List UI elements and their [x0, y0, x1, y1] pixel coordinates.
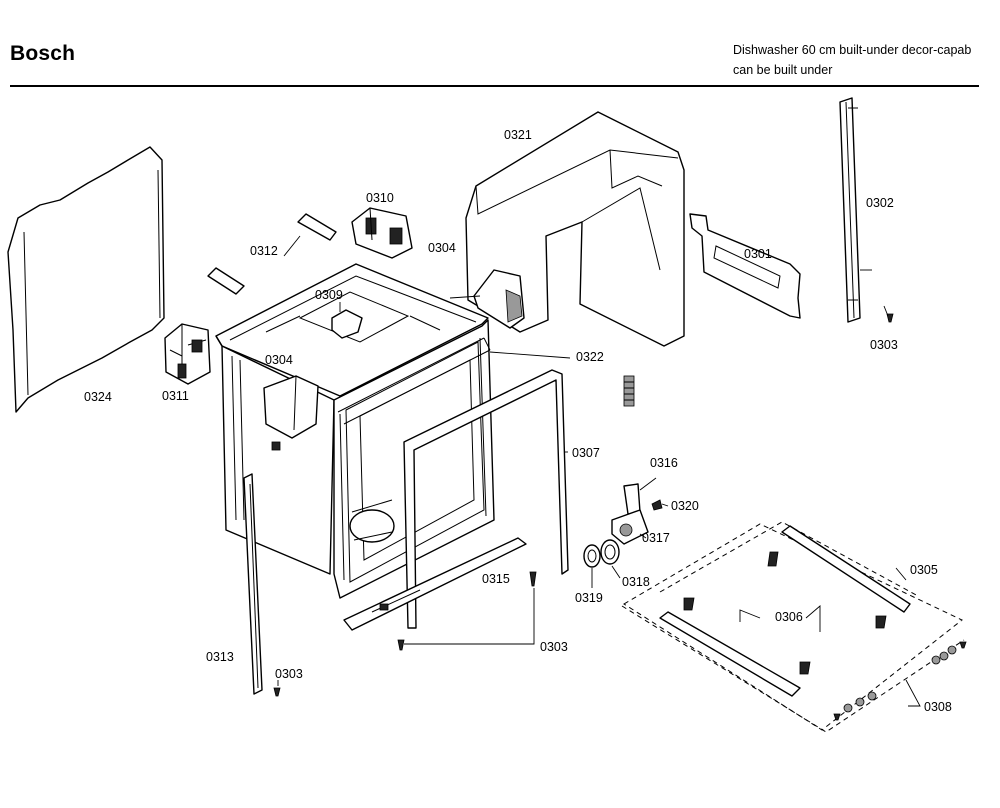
part-0322-seal — [337, 337, 491, 425]
label-0303-bottom: 0303 — [275, 667, 303, 681]
label-0311: 0311 — [162, 389, 189, 403]
label-0304-right: 0304 — [428, 241, 456, 255]
part-0307-door-seal — [403, 369, 569, 629]
label-0315: 0315 — [482, 572, 510, 586]
label-0319: 0319 — [575, 591, 603, 605]
part-0318-ring — [600, 539, 620, 565]
label-0301: 0301 — [744, 247, 772, 261]
part-0319-ring — [583, 544, 601, 568]
label-0307: 0307 — [572, 446, 600, 460]
label-0313: 0313 — [206, 650, 234, 664]
part-0316-valve — [611, 483, 649, 545]
label-0310: 0310 — [366, 191, 394, 205]
label-0316: 0316 — [650, 456, 678, 470]
leader-lines — [277, 235, 921, 707]
part-0304-bracket-left — [263, 375, 319, 451]
part-0315-base-strip — [343, 537, 527, 631]
part-0303-screws — [273, 313, 894, 697]
label-0309: 0309 — [315, 288, 343, 302]
part-0312-clips — [207, 213, 337, 295]
label-0322: 0322 — [576, 350, 604, 364]
part-0301-plate — [689, 213, 801, 319]
base-frame-group — [621, 521, 965, 733]
part-labels: 0321 0310 0304 0312 0309 0301 0302 0303 … — [84, 128, 952, 714]
part-0313-side-strip — [243, 473, 263, 695]
part-0308-feet — [833, 641, 967, 721]
label-0306: 0306 — [775, 610, 803, 624]
part-0306-rail — [659, 597, 811, 697]
brand-name: Bosch — [10, 42, 76, 65]
part-0311-switch-block — [164, 323, 211, 385]
part-0302-vertical-strip — [839, 97, 861, 323]
label-0303-mid: 0303 — [540, 640, 568, 654]
label-0321: 0321 — [504, 128, 532, 142]
label-0302: 0302 — [866, 196, 894, 210]
label-0305: 0305 — [910, 563, 938, 577]
part-0310-connector — [351, 207, 413, 259]
header-rule — [10, 85, 979, 87]
label-0324: 0324 — [84, 390, 112, 404]
label-0308: 0308 — [924, 700, 952, 714]
label-0317: 0317 — [642, 531, 670, 545]
label-0304-left: 0304 — [265, 353, 293, 367]
part-0309-top-bracket — [331, 309, 363, 339]
label-0318: 0318 — [622, 575, 650, 589]
part-spring — [623, 375, 635, 407]
model-description: Dishwasher 60 cm built-under decor-capab… — [733, 40, 995, 80]
part-0324-side-panel — [7, 146, 165, 413]
label-0320: 0320 — [671, 499, 699, 513]
part-0304-bracket-right — [473, 269, 525, 329]
label-0312: 0312 — [250, 244, 278, 258]
label-0303-top: 0303 — [870, 338, 898, 352]
part-0305-rail — [767, 525, 911, 629]
model-line-1: Dishwasher 60 cm built-under decor-capab — [733, 43, 972, 57]
model-line-2: can be built under — [733, 63, 833, 77]
